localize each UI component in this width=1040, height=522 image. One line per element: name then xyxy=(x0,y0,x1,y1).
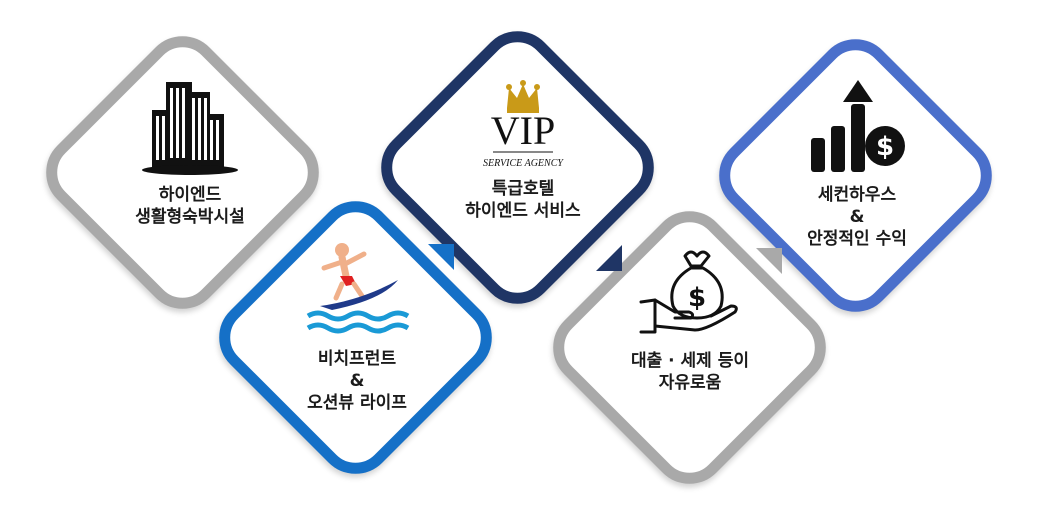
label-line: 하이엔드 서비스 xyxy=(465,201,581,221)
item-residence: 하이엔드 생활형숙박시설 xyxy=(70,78,310,228)
item-second-house: $ 세컨하우스 & 안정적인 수익 xyxy=(737,80,977,250)
growth-chart-dollar-icon: $ xyxy=(811,80,905,172)
city-buildings-icon xyxy=(142,82,238,175)
vip-crown-logo: VIP SERVICE AGENCY xyxy=(483,80,564,169)
label-line: 특급호텔 xyxy=(491,179,555,199)
label-line: 대출 · 세제 등이 xyxy=(630,351,750,371)
label-line: 하이엔드 xyxy=(158,185,222,205)
label-line: 생활형숙박시설 xyxy=(135,207,245,227)
label-line: 세컨하우스 xyxy=(817,185,897,205)
item-beachfront: 비치프런트 & 오션뷰 라이프 xyxy=(237,240,477,414)
label-line: 오션뷰 라이프 xyxy=(307,393,407,413)
svg-text:$: $ xyxy=(876,132,894,162)
corner-fold-marker xyxy=(428,244,454,270)
item-loan-tax: $ 대출 · 세제 등이 자유로움 xyxy=(570,246,810,394)
vip-logo-subtext: SERVICE AGENCY xyxy=(483,158,564,169)
corner-fold-marker xyxy=(756,248,782,274)
label-line: & xyxy=(349,371,365,391)
vip-logo-text: VIP xyxy=(491,108,555,153)
item-hotel-service: VIP SERVICE AGENCY 특급호텔 하이엔드 서비스 xyxy=(403,80,643,222)
money-bag-hand-icon: $ xyxy=(639,250,738,334)
label-line: & xyxy=(849,207,865,227)
surfer-icon xyxy=(306,243,410,334)
label-line: 안정적인 수익 xyxy=(807,229,907,249)
label-line: 비치프런트 xyxy=(317,349,397,369)
label-line: 자유로움 xyxy=(658,373,722,393)
corner-fold-marker xyxy=(596,245,622,271)
svg-text:$: $ xyxy=(688,283,706,313)
